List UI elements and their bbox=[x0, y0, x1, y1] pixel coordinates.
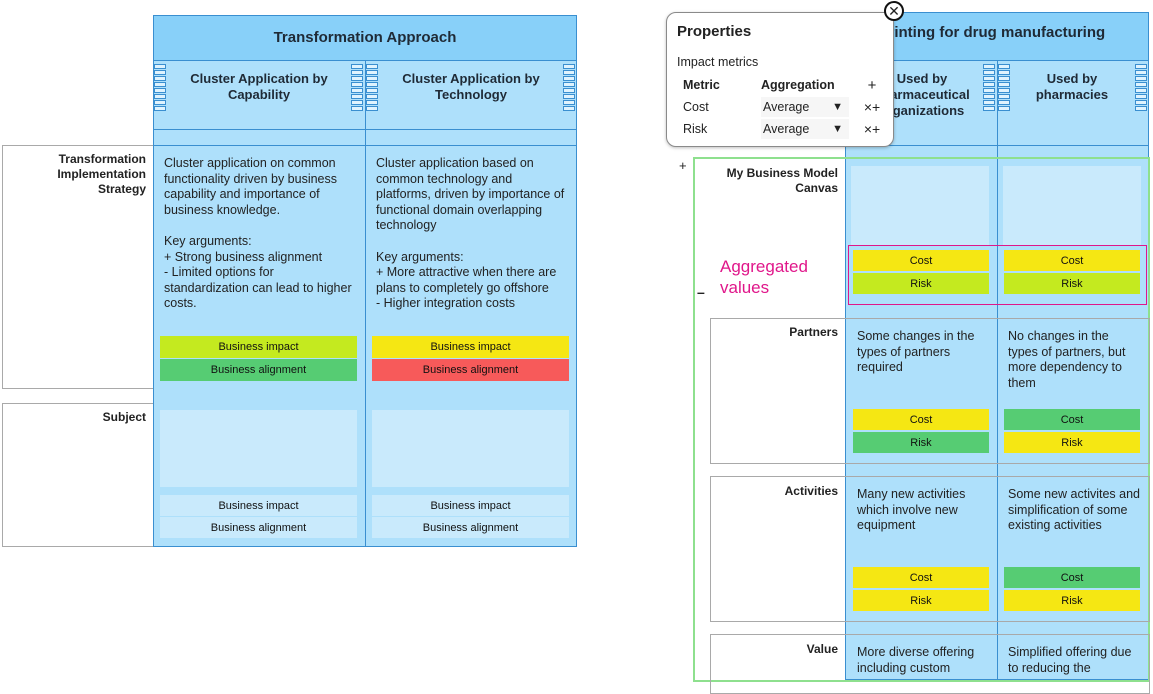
column-header-label: Cluster Application by Technology bbox=[402, 71, 540, 102]
drag-handle-icon[interactable] bbox=[366, 64, 378, 112]
metric-bar-cost[interactable]: Cost bbox=[1004, 567, 1140, 588]
cell-canvas-pharma-orgs[interactable] bbox=[851, 166, 989, 246]
metric-bar-business-impact[interactable]: Business impact bbox=[372, 495, 569, 516]
row-label-strategy[interactable]: Transformation Implementation Strategy bbox=[57, 152, 146, 196]
impact-metrics-table: Metric Aggregation + Cost Average ▼ ×+ R… bbox=[683, 74, 893, 140]
aggregated-cost-bar[interactable]: Cost bbox=[853, 250, 989, 271]
metric-bar-business-alignment[interactable]: Business alignment bbox=[160, 517, 357, 538]
key-argument: + Strong business alignment bbox=[164, 249, 323, 264]
drag-handle-icon[interactable] bbox=[983, 64, 995, 112]
cell-description: Cluster application based on common tech… bbox=[376, 156, 565, 232]
remove-add-metric-icon[interactable]: ×+ bbox=[863, 121, 881, 137]
aggregated-risk-bar[interactable]: Risk bbox=[1004, 273, 1140, 294]
column-header-pharma-orgs[interactable]: Used by pharmaceutical organizations bbox=[862, 71, 982, 119]
column-header-capability[interactable]: Cluster Application by Capability bbox=[170, 71, 348, 103]
metric-bar-cost[interactable]: Cost bbox=[1004, 409, 1140, 430]
metric-bar-business-alignment[interactable]: Business alignment bbox=[160, 359, 357, 381]
row-label-value[interactable]: Value bbox=[806, 642, 838, 656]
cell-partners-pharma-orgs[interactable]: Some changes in the types of partners re… bbox=[857, 329, 975, 374]
key-arguments-title: Key arguments: bbox=[376, 249, 464, 264]
metric-bar-risk[interactable]: Risk bbox=[1004, 432, 1140, 453]
drag-handle-icon[interactable] bbox=[563, 64, 575, 112]
cell-canvas-pharmacies[interactable] bbox=[1003, 166, 1141, 246]
column-header-label: Used by pharmacies bbox=[1035, 71, 1109, 102]
metric-bar-cost[interactable]: Cost bbox=[853, 567, 989, 588]
table-title: Transformation Approach bbox=[273, 29, 457, 46]
metric-name: Cost bbox=[683, 100, 709, 114]
metric-bar-business-impact[interactable]: Business impact bbox=[372, 336, 569, 358]
row-frame-activities bbox=[710, 476, 1150, 622]
metric-column-header: Metric bbox=[683, 78, 720, 92]
cell-capability-subject[interactable] bbox=[160, 410, 357, 487]
metric-bar-cost[interactable]: Cost bbox=[853, 409, 989, 430]
metric-bar-risk[interactable]: Risk bbox=[1004, 590, 1140, 611]
aggregated-values-highlight bbox=[848, 245, 1147, 305]
expand-toggle[interactable]: + bbox=[679, 158, 687, 173]
row-frame-partners bbox=[710, 318, 1150, 464]
key-argument: - Higher integration costs bbox=[376, 296, 515, 310]
key-argument: - Limited options for standardization ca… bbox=[164, 265, 352, 310]
row-label-subject[interactable]: Subject bbox=[102, 410, 146, 424]
cell-value-pharma-orgs[interactable]: More diverse offering including custom bbox=[857, 645, 975, 675]
cell-technology-subject[interactable] bbox=[372, 410, 569, 487]
metric-bar-business-alignment[interactable]: Business alignment bbox=[372, 359, 569, 381]
cell-description: Cluster application on common functional… bbox=[164, 156, 338, 217]
aggregated-risk-bar[interactable]: Risk bbox=[853, 273, 989, 294]
drag-handle-icon[interactable] bbox=[998, 64, 1010, 112]
column-header-label: Used by pharmaceutical organizations bbox=[874, 71, 970, 118]
row-label-canvas[interactable]: My Business Model Canvas bbox=[726, 166, 838, 195]
dropdown-arrow-icon[interactable]: ▼ bbox=[832, 123, 843, 135]
column-header-divider bbox=[153, 129, 577, 130]
add-metric-button[interactable]: + bbox=[867, 76, 877, 94]
aggregated-values-label: Aggregated values bbox=[720, 257, 808, 297]
properties-title: Properties bbox=[677, 23, 752, 40]
cell-capability-strategy[interactable]: Cluster application on common functional… bbox=[164, 156, 354, 312]
metric-bar-business-impact[interactable]: Business impact bbox=[160, 336, 357, 358]
collapse-toggle[interactable]: – bbox=[697, 284, 705, 300]
aggregated-cost-bar[interactable]: Cost bbox=[1004, 250, 1140, 271]
properties-panel[interactable]: Properties Impact metrics Metric Aggrega… bbox=[666, 12, 894, 147]
row-label-partners[interactable]: Partners bbox=[789, 325, 838, 339]
table-title: 3D printing for drug manufacturing bbox=[856, 24, 1106, 41]
properties-section-label: Impact metrics bbox=[677, 55, 759, 69]
cell-partners-pharmacies[interactable]: No changes in the types of partners, but… bbox=[1008, 329, 1126, 390]
aggregation-select[interactable]: Average ▼ bbox=[761, 96, 851, 118]
aggregation-column-header: Aggregation bbox=[761, 78, 835, 92]
cell-activities-pharmacies[interactable]: Some new activites and simplification of… bbox=[1008, 487, 1141, 532]
aggregation-select[interactable]: Average ▼ bbox=[761, 118, 851, 140]
remove-add-metric-icon[interactable]: ×+ bbox=[863, 99, 881, 115]
column-header-label: Cluster Application by Capability bbox=[190, 71, 328, 102]
cell-value-pharmacies[interactable]: Simplified offering due to reducing the bbox=[1008, 645, 1132, 675]
column-header-divider bbox=[845, 145, 1149, 146]
cell-activities-pharma-orgs[interactable]: Many new activities which involve new eq… bbox=[857, 487, 966, 532]
metric-bar-risk[interactable]: Risk bbox=[853, 432, 989, 453]
cell-technology-strategy[interactable]: Cluster application based on common tech… bbox=[376, 156, 568, 312]
key-argument: + More attractive when there are plans t… bbox=[376, 265, 557, 295]
table-header[interactable]: Transformation Approach bbox=[153, 15, 577, 61]
metric-bar-business-alignment[interactable]: Business alignment bbox=[372, 517, 569, 538]
drag-handle-icon[interactable] bbox=[351, 64, 363, 112]
column-header-pharmacies[interactable]: Used by pharmacies bbox=[1012, 71, 1132, 103]
close-icon[interactable]: ✕ bbox=[884, 1, 904, 21]
column-header-technology[interactable]: Cluster Application by Technology bbox=[382, 71, 560, 103]
column-header-divider bbox=[153, 145, 577, 146]
drag-handle-icon[interactable] bbox=[1135, 64, 1147, 112]
metric-bar-risk[interactable]: Risk bbox=[853, 590, 989, 611]
key-arguments-title: Key arguments: bbox=[164, 234, 252, 248]
metric-bar-business-impact[interactable]: Business impact bbox=[160, 495, 357, 516]
dropdown-arrow-icon[interactable]: ▼ bbox=[832, 101, 843, 113]
row-label-activities[interactable]: Activities bbox=[784, 484, 838, 498]
drag-handle-icon[interactable] bbox=[154, 64, 166, 112]
metric-name: Risk bbox=[683, 122, 708, 136]
